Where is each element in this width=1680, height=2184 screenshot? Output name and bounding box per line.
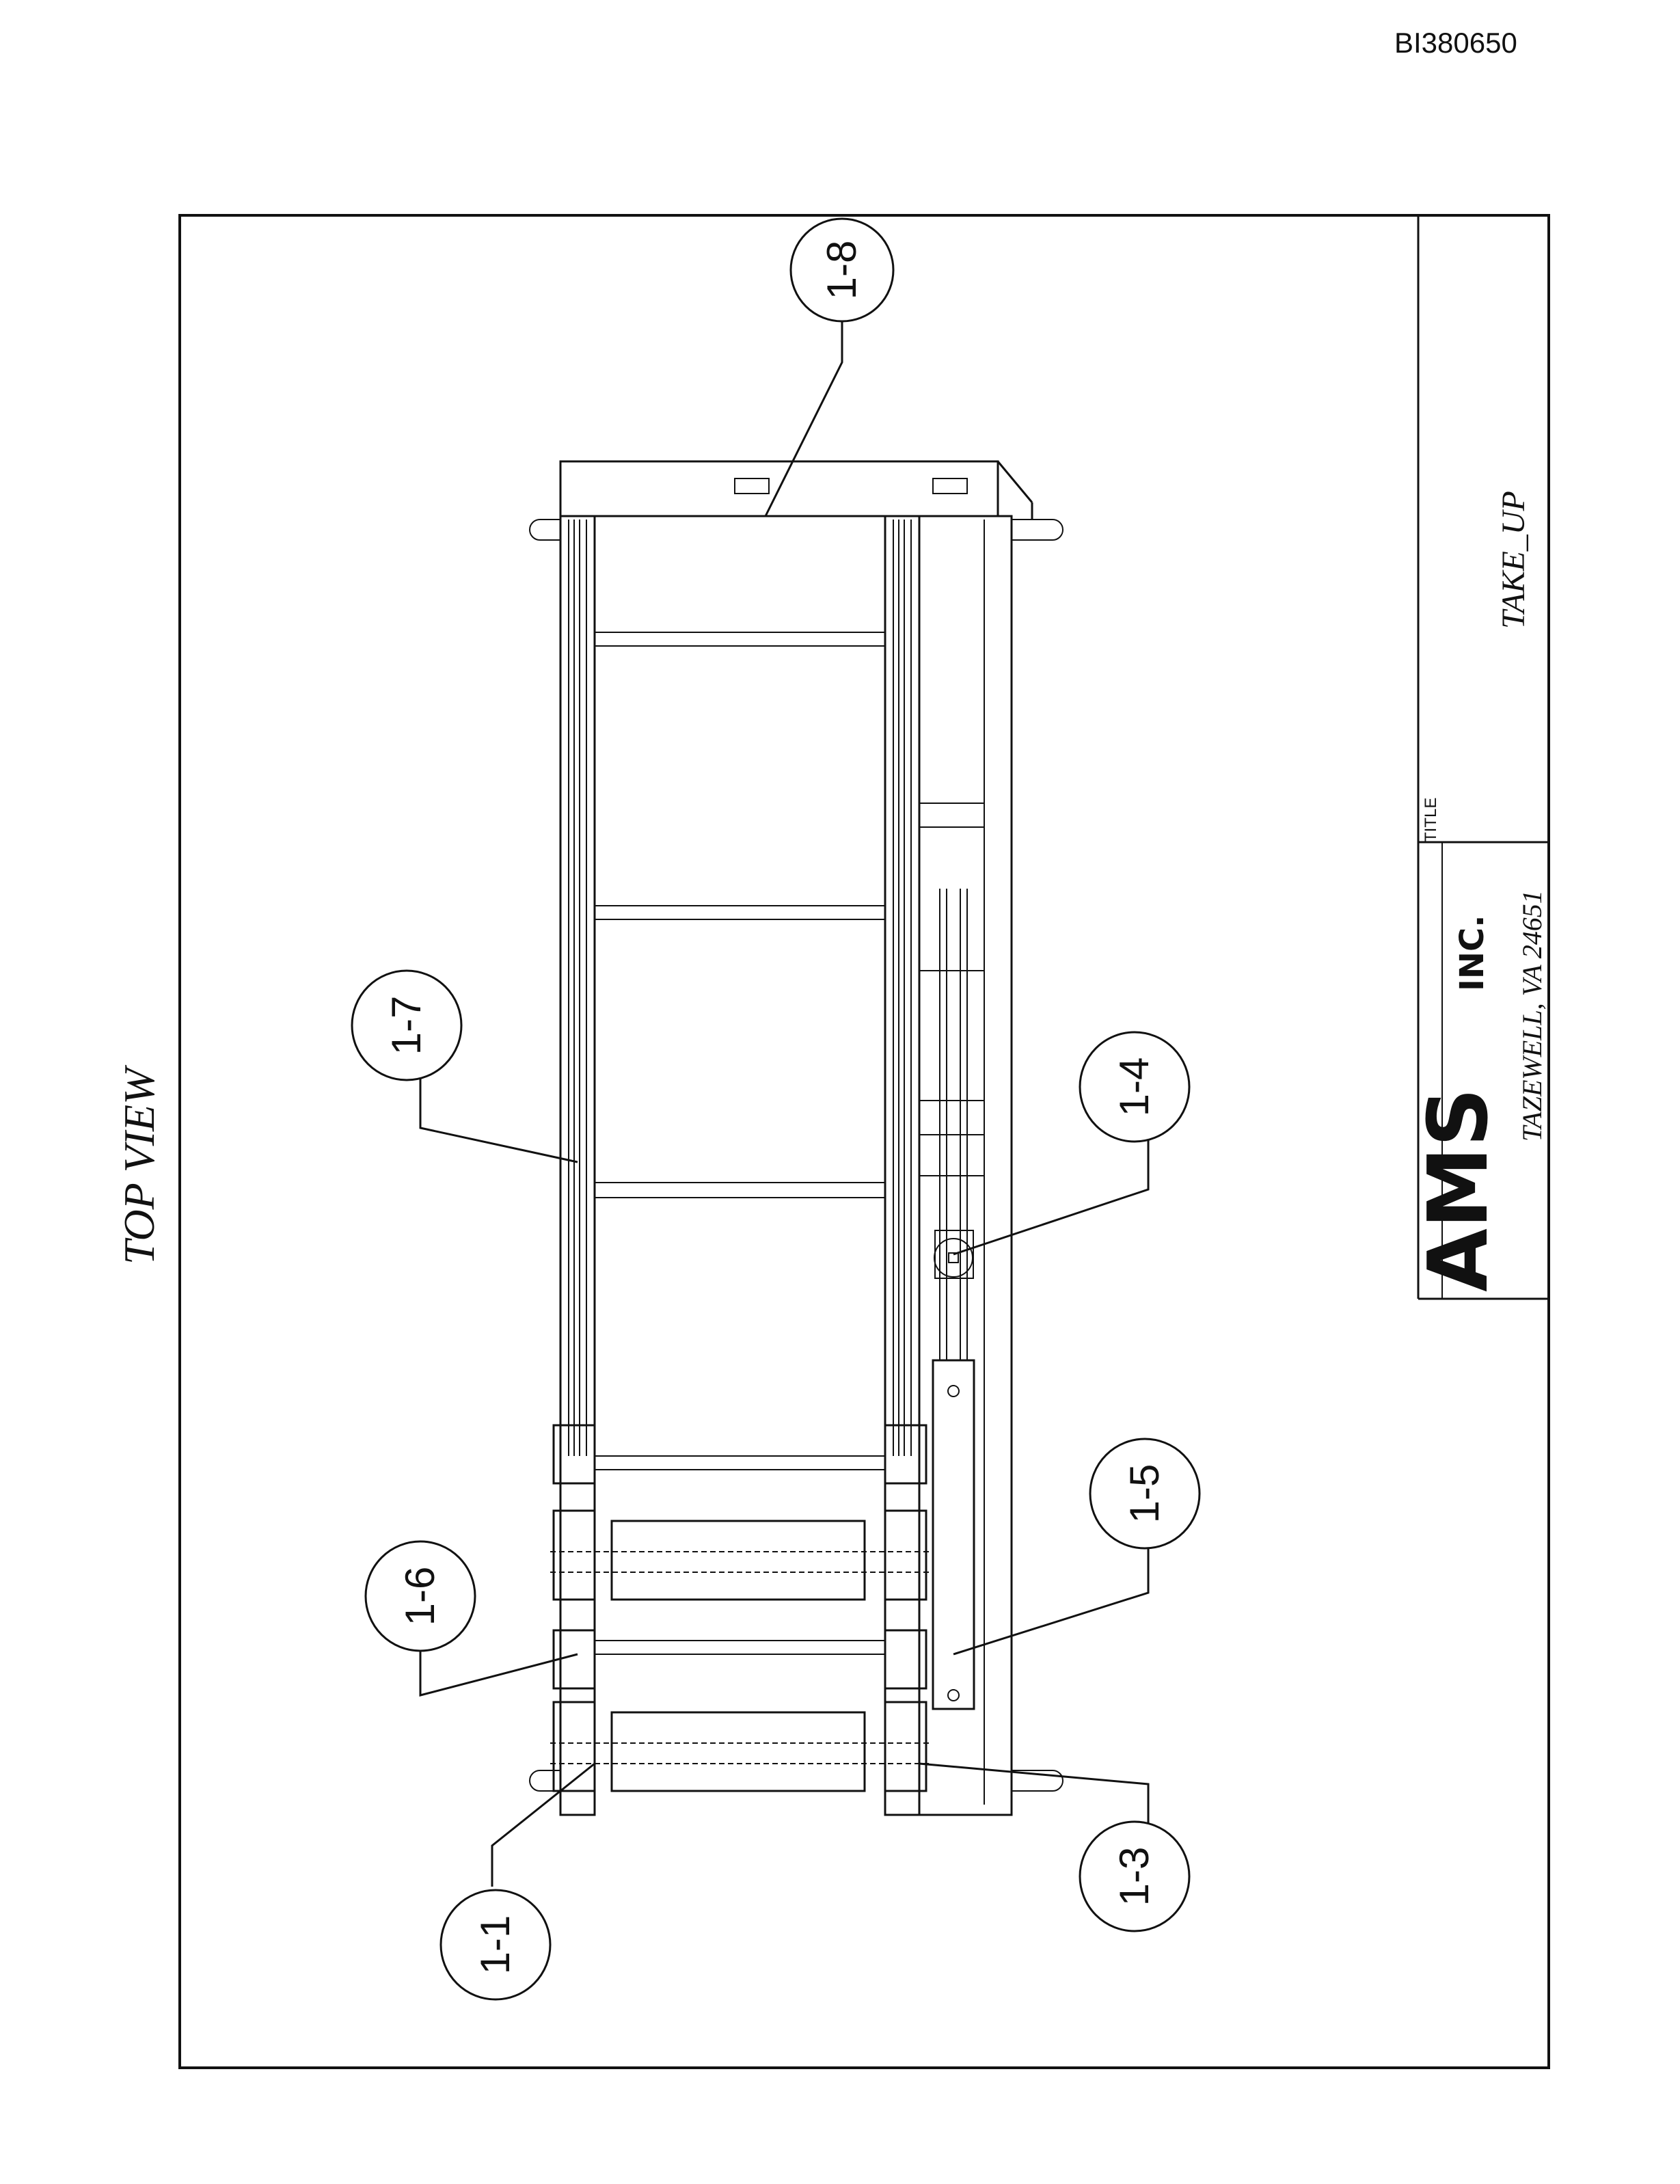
callout-1-4: 1-4 — [1079, 1031, 1191, 1143]
leader-lines — [419, 314, 1150, 1887]
callout-1-8: 1-8 — [789, 217, 895, 323]
company-location: TAZEWELL, VA 24651 — [1517, 890, 1547, 1142]
svg-text:1-8: 1-8 — [819, 241, 865, 300]
sheet-border — [178, 214, 1550, 2069]
take-up-frame — [529, 460, 1063, 1816]
company-logo: AMS — [1411, 1088, 1506, 1292]
document-id: BI380650 — [1394, 27, 1517, 59]
callout-1-3: 1-3 — [1079, 1820, 1191, 1932]
title-block: TITLE TAKE_UP AMS INC. TAZEWELL, VA 2465… — [1411, 215, 1549, 1300]
drawing-title: TAKE_UP — [1495, 491, 1532, 629]
svg-text:1-6: 1-6 — [397, 1567, 443, 1626]
company-suffix: INC. — [1453, 915, 1491, 992]
svg-text:1-1: 1-1 — [472, 1915, 518, 1975]
view-label: TOP VIEW — [115, 1064, 163, 1265]
svg-text:1-3: 1-3 — [1111, 1847, 1157, 1906]
svg-text:1-5: 1-5 — [1122, 1464, 1167, 1524]
svg-text:1-7: 1-7 — [383, 996, 429, 1055]
callout-1-5: 1-5 — [1089, 1438, 1201, 1550]
title-caption: TITLE — [1422, 798, 1440, 842]
svg-text:1-4: 1-4 — [1111, 1057, 1157, 1117]
callout-1-1: 1-1 — [439, 1889, 552, 2001]
callout-1-7: 1-7 — [351, 969, 463, 1081]
callout-1-6: 1-6 — [364, 1540, 476, 1652]
